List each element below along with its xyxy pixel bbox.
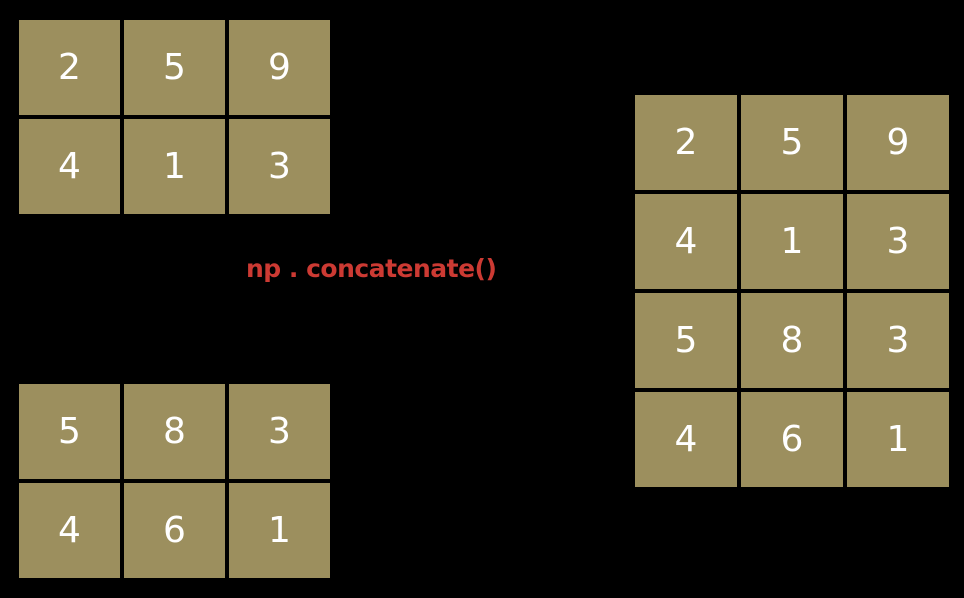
array-cell: 5 [124,20,225,115]
array-cell: 9 [229,20,330,115]
array-cell: 5 [19,384,120,479]
array-cell: 1 [741,194,843,289]
array-cell: 5 [741,95,843,190]
array-cell: 1 [229,483,330,578]
operation-label: np . concatenate() [246,254,497,283]
array-cell: 2 [19,20,120,115]
array-cell: 2 [635,95,737,190]
array-cell: 3 [847,293,949,388]
array-cell: 8 [124,384,225,479]
array-cell: 3 [229,119,330,214]
array-cell: 6 [741,392,843,487]
array-cell: 4 [19,483,120,578]
array-cell: 4 [635,194,737,289]
array-cell: 6 [124,483,225,578]
array-cell: 5 [635,293,737,388]
array-cell: 9 [847,95,949,190]
array-cell: 4 [635,392,737,487]
array-cell: 3 [847,194,949,289]
array-cell: 1 [124,119,225,214]
array-cell: 1 [847,392,949,487]
array-cell: 8 [741,293,843,388]
array-cell: 3 [229,384,330,479]
array-cell: 4 [19,119,120,214]
